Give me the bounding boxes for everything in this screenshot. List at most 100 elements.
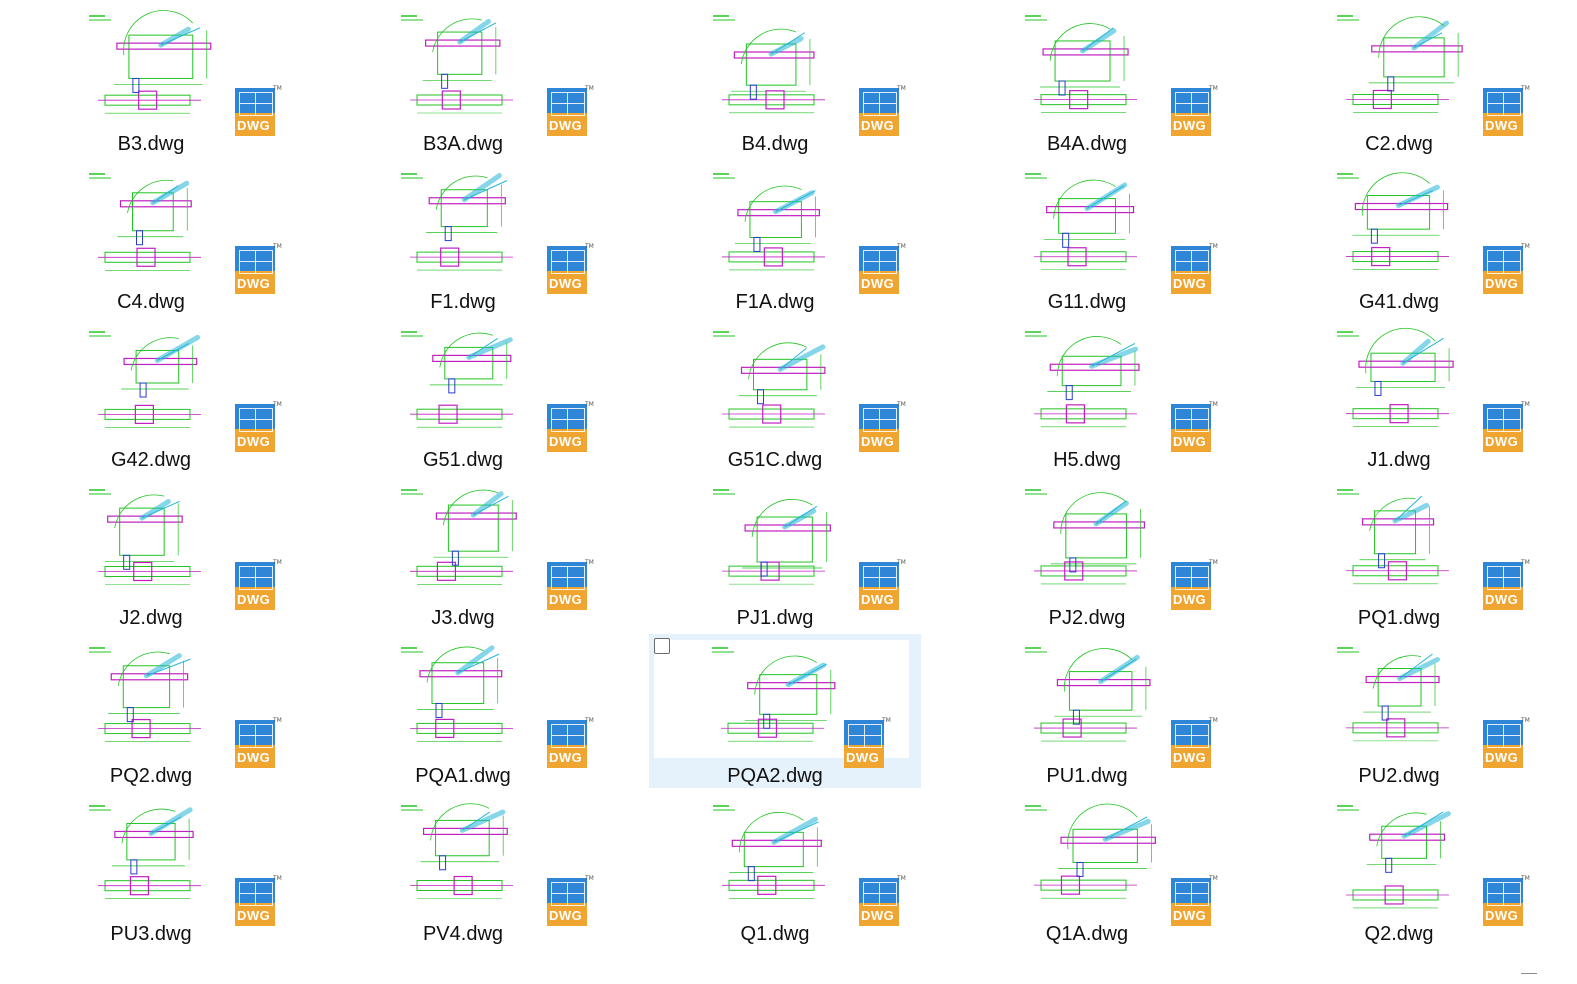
cad-drawing-preview	[1025, 489, 1146, 585]
cad-drawing-preview	[401, 15, 513, 114]
dwg-icon-grid	[1487, 408, 1521, 432]
scroll-indicator[interactable]	[1521, 973, 1537, 974]
dwg-icon-grid	[239, 250, 273, 274]
trademark-mark: TM	[585, 85, 594, 92]
dwg-icon-label: DWG	[237, 908, 271, 923]
dwg-icon-grid	[1175, 724, 1209, 748]
dwg-icon-grid	[1175, 882, 1209, 906]
dwg-icon-grid	[863, 566, 897, 590]
trademark-mark: TM	[585, 559, 594, 566]
cad-drawing-preview	[1337, 327, 1454, 427]
file-name: B4.dwg	[741, 133, 809, 155]
file-name: Q1.dwg	[740, 923, 810, 945]
cad-drawing-preview	[1025, 803, 1156, 899]
dwg-icon-label: DWG	[237, 118, 271, 133]
file-name: J1.dwg	[1367, 449, 1431, 471]
file-name: H5.dwg	[1053, 449, 1121, 471]
trademark-mark: TM	[585, 875, 594, 882]
dwg-icon-label: DWG	[861, 908, 895, 923]
dwg-icon-grid	[1175, 92, 1209, 116]
cad-drawing-preview	[89, 10, 212, 114]
cad-drawing-preview	[1025, 331, 1140, 428]
select-checkbox[interactable]	[654, 638, 670, 654]
trademark-mark: TM	[1521, 875, 1530, 882]
dwg-icon-grid	[863, 408, 897, 432]
cad-drawing-preview	[89, 805, 201, 899]
trademark-mark: TM	[585, 717, 594, 724]
file-name: J3.dwg	[431, 607, 495, 629]
dwg-icon-grid	[551, 566, 585, 590]
file-name: PJ1.dwg	[736, 607, 814, 629]
trademark-mark: TM	[273, 717, 282, 724]
cad-drawing-preview	[1025, 173, 1137, 271]
trademark-mark: TM	[897, 401, 906, 408]
trademark-mark: TM	[273, 559, 282, 566]
